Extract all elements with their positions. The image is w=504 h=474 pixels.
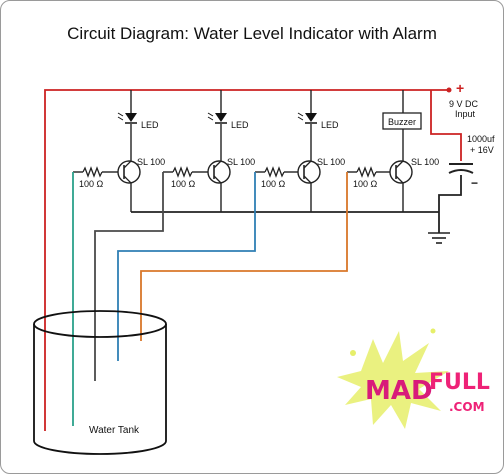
watermark-text-com: .COM [449,400,485,414]
stage-1: LED SL 100 100 Ω [73,90,165,212]
resistor-icon [264,166,285,178]
watermark-splash-dot [350,350,356,356]
ground-link [438,175,462,233]
stage-4: Buzzer SL 100 100 Ω [347,90,439,212]
led-light-arrow [117,116,124,121]
capacitor-value: 1000uf [467,134,495,144]
diagram-title: Circuit Diagram: Water Level Indicator w… [67,24,437,43]
watermark-logo: MAD FULL .COM [337,328,490,429]
watermark-splash [337,331,449,429]
tank-body [33,324,167,455]
probe-wire-3 [117,172,256,361]
power-voltage-label: 9 V DC [449,99,479,109]
stage-3-resistor-label: 100 Ω [261,179,286,189]
transistor-collector [395,160,404,169]
water-tank: Water Tank [33,310,167,455]
stage-3-transistor-label: SL 100 [317,157,345,167]
resistor-icon [356,166,377,178]
transistor-collector [213,160,222,169]
probe-wires [72,172,348,426]
power-input: + 9 V DC Input [446,80,479,119]
resistor-icon [172,166,193,178]
transistor-emitter [213,175,222,184]
stage-3-indicator-label: LED [321,120,339,130]
stage-4-transistor-label: SL 100 [411,157,439,167]
capacitor-plate-curved [448,169,474,174]
probe-wire-2 [94,172,164,381]
stage-2-resistor-label: 100 Ω [171,179,196,189]
watermark-splash-dot [430,328,436,334]
transistor-collector [123,160,132,169]
led-icon [125,113,137,122]
stage-2: LED SL 100 100 Ω [163,90,255,212]
transistor-emitter [303,175,312,184]
positive-terminal-sign: + [456,80,464,96]
stage-1-resistor-label: 100 Ω [79,179,104,189]
led-light-arrow [297,116,304,121]
tank-opening [33,310,167,338]
transistor-icon [389,160,413,184]
led-light-arrow [207,112,214,117]
probe-wire-4 [140,172,348,341]
tank-label: Water Tank [89,425,140,436]
ground-wires [131,175,462,244]
stage-2-transistor-label: SL 100 [227,157,255,167]
capacitor-voltage: + 16V [470,145,494,155]
led-icon [215,113,227,122]
led-light-arrow [117,112,124,117]
led-light-arrow [297,112,304,117]
stage-2-indicator-label: LED [231,120,249,130]
stage-4-resistor-label: 100 Ω [353,179,378,189]
transistor-collector [303,160,312,169]
negative-terminal-sign: − [471,176,478,190]
capacitor-positive-wire [430,90,462,161]
stage-1-indicator-label: LED [141,120,159,130]
capacitor: 1000uf + 16V − [448,134,495,190]
buzzer-icon [382,112,422,130]
transistor-emitter [123,175,132,184]
stage-4-indicator-label: Buzzer [388,117,416,127]
stage-3: LED SL 100 100 Ω [255,90,345,212]
watermark-text-mad: MAD [365,376,433,406]
power-terminal [446,87,452,93]
power-input-label: Input [455,109,476,119]
led-icon [305,113,317,122]
transistor-emitter [395,175,404,184]
resistor-icon [82,166,103,178]
watermark-text-full: FULL [429,370,490,395]
stage-1-transistor-label: SL 100 [137,157,165,167]
led-light-arrow [207,116,214,121]
